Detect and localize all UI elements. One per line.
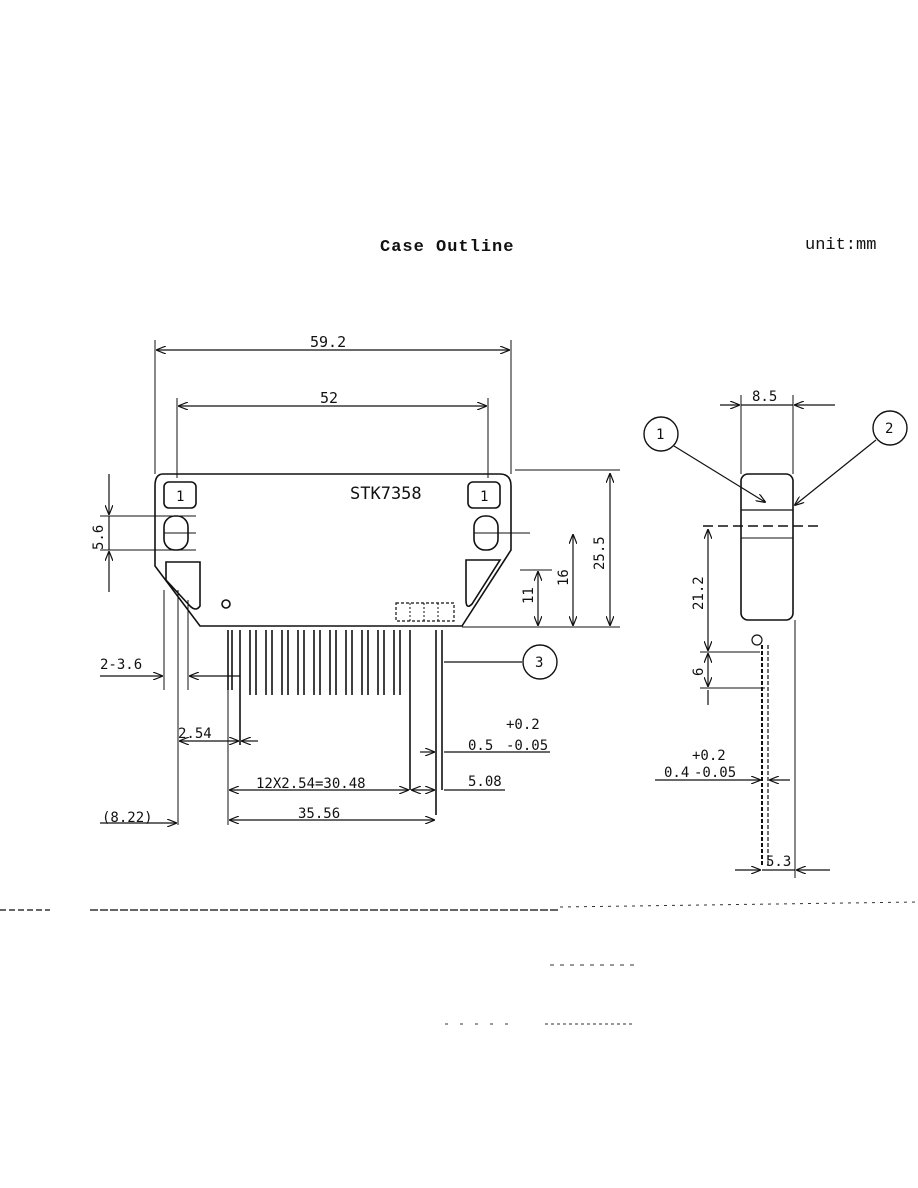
dim-left-offset: (8.22) (102, 810, 153, 826)
dim-thickness: 8.5 (752, 389, 777, 405)
dim-lead-thickness: 0.4 (664, 765, 689, 781)
dim-pin-tol-minus: -0.05 (506, 738, 548, 754)
dim-lead-tol-plus: +0.2 (692, 748, 726, 764)
package-body-outline (154, 473, 512, 627)
left-tab (163, 481, 197, 509)
dim-hole-pitch: 52 (320, 389, 338, 407)
dim-height-to-shoulder: 11 (521, 587, 537, 604)
dim-body-height: 21.2 (691, 576, 707, 610)
unit-label: unit:mm (805, 236, 877, 255)
side-view (643, 395, 908, 878)
front-view-labels: 59.2 52 STK7358 1 1 5.6 25.5 16 11 2-3.6… (91, 333, 608, 826)
page-title: Case Outline (380, 238, 515, 257)
callout-3-circle (522, 644, 558, 680)
dim-overall-width: 59.2 (310, 333, 346, 351)
dim-pin-pitch: 2.54 (178, 726, 212, 742)
callout-3-label: 3 (535, 655, 543, 671)
dim-hole-height: 5.6 (91, 525, 107, 550)
dim-pin-span: 12X2.54=30.48 (256, 776, 366, 792)
left-lower-slot (165, 561, 201, 610)
right-tab (467, 481, 501, 509)
tab-mark-left: 1 (176, 489, 184, 505)
tab-mark-right: 1 (480, 489, 488, 505)
dim-height-to-hole: 16 (556, 569, 572, 586)
callout-2-circle (872, 410, 908, 446)
dim-pin-tol-plus: +0.2 (506, 717, 540, 733)
dim-pin-total-span: 35.56 (298, 806, 340, 822)
scan-artifacts (0, 901, 918, 1025)
dim-end-pin-offset: 5.08 (468, 774, 502, 790)
callout-1-circle (643, 416, 679, 452)
right-lower-slot (465, 559, 502, 608)
callout-2-label: 2 (885, 421, 893, 437)
dim-lead-length: 6 (691, 668, 707, 676)
index-circle (221, 599, 231, 609)
dim-height-total: 25.5 (592, 536, 608, 570)
dim-lead-offset: 5.3 (766, 854, 791, 870)
pin-row (227, 630, 443, 815)
pin-marker-boxes (395, 602, 455, 622)
callout-1-label: 1 (656, 427, 664, 443)
dim-pin-width: 0.5 (468, 738, 493, 754)
side-body-outline (740, 473, 794, 621)
dim-hole-diameter: 2-3.6 (100, 657, 142, 673)
side-view-labels: 8.5 1 2 21.2 6 +0.2 0.4 -0.05 5.3 (656, 389, 893, 870)
part-marking: STK7358 (350, 484, 422, 504)
front-view (100, 340, 620, 825)
lead-bend (751, 634, 763, 646)
dim-lead-tol-minus: -0.05 (694, 765, 736, 781)
